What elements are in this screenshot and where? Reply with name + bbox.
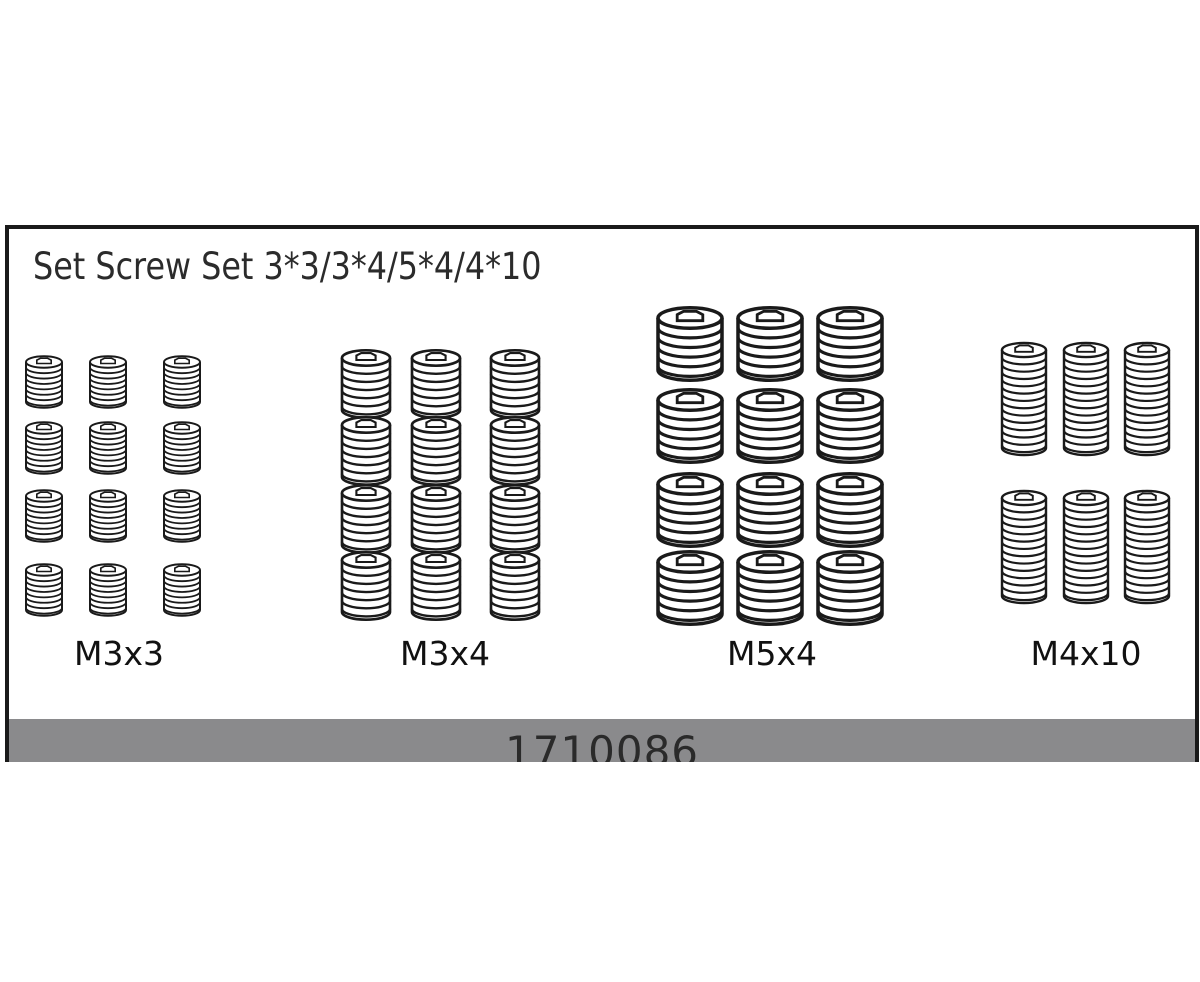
m4x10-screw-icon [1123,341,1171,457]
m3x4-screw-icon [340,416,392,486]
group-m4x10-screws [1000,341,1171,605]
m3x3-screw-icon [163,563,201,617]
m3x4-screw-icon [340,349,392,419]
m5x4-screw-icon [736,306,804,382]
m3x3-screw-icon [89,489,127,543]
m3x3-screw-icon [89,421,127,475]
m3x4-screw-icon [340,484,392,554]
m5x4-screw-icon [816,550,884,626]
m3x4-screw-icon [489,484,541,554]
m5x4-screw-icon [816,472,884,548]
m3x4-screw-icon [410,484,462,554]
parts-panel: Set Screw Set 3*3/3*4/5*4/4*10 M3x3 M3x4… [5,225,1199,762]
m5x4-screw-icon [656,472,724,548]
m3x3-screw-icon [163,489,201,543]
m4x10-screw-icon [1123,489,1171,605]
m3x4-screw-icon [489,551,541,621]
m5x4-screw-icon [736,472,804,548]
m5x4-screw-icon [816,306,884,382]
m5x4-screw-icon [656,388,724,464]
m5x4-screw-icon [736,388,804,464]
m4x10-screw-icon [1000,341,1048,457]
group-m3x4-screws [340,349,541,621]
m3x4-screw-icon [489,416,541,486]
screw-illustration [25,306,1171,626]
m3x4-screw-icon [489,349,541,419]
group-m5x4-screws [656,306,884,626]
label-m3x4: M3x4 [400,634,490,673]
m3x3-screw-icon [89,563,127,617]
m4x10-screw-icon [1062,489,1110,605]
group-m3x3-screws [25,355,201,617]
footer-bar: 1710086 [9,719,1195,762]
part-number: 1710086 [504,727,700,762]
m3x4-screw-icon [410,349,462,419]
m3x3-screw-icon [163,421,201,475]
m3x3-screw-icon [25,355,63,409]
m3x3-screw-icon [89,355,127,409]
m3x3-screw-icon [25,421,63,475]
label-m4x10: M4x10 [1030,634,1142,673]
m3x4-screw-icon [410,551,462,621]
m3x3-screw-icon [25,563,63,617]
m5x4-screw-icon [736,550,804,626]
m4x10-screw-icon [1062,341,1110,457]
m3x3-screw-icon [163,355,201,409]
m3x4-screw-icon [410,416,462,486]
parts-title: Set Screw Set 3*3/3*4/5*4/4*10 [33,245,542,288]
m5x4-screw-icon [656,306,724,382]
label-m5x4: M5x4 [727,634,817,673]
m3x3-screw-icon [25,489,63,543]
m5x4-screw-icon [816,388,884,464]
label-m3x3: M3x3 [74,634,164,673]
m3x4-screw-icon [340,551,392,621]
m4x10-screw-icon [1000,489,1048,605]
m5x4-screw-icon [656,550,724,626]
